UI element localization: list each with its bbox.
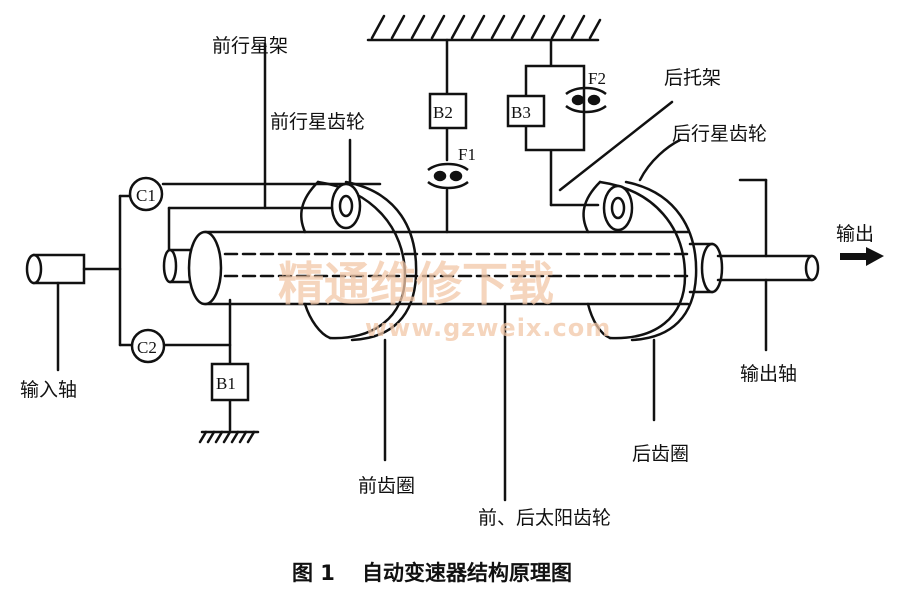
clutch-c1: C1 <box>128 176 164 212</box>
watermark-url: www.gzweix.com <box>365 314 611 342</box>
output-arrow-icon <box>840 247 884 266</box>
input-shaft <box>25 253 122 285</box>
sun-gear-shaft <box>187 230 692 306</box>
figure-title: 自动变速器结构原理图 <box>362 561 572 585</box>
one-way-clutch-f1 <box>427 162 469 190</box>
one-way-clutch-f2 <box>565 86 607 114</box>
label-input-shaft: 输入轴 <box>20 379 77 401</box>
brake-b3: B3 <box>506 64 586 152</box>
front-planet-gear <box>330 182 362 230</box>
brake-b2: B2 <box>428 92 468 130</box>
figure-number: 图 1 <box>292 561 335 585</box>
ground-top <box>366 14 602 42</box>
clutch-c2-label: C2 <box>137 338 157 357</box>
label-sun-gear: 前、后太阳齿轮 <box>478 507 611 529</box>
label-output: 输出 <box>836 223 874 245</box>
label-output-shaft: 输出轴 <box>740 363 797 385</box>
one-way-clutch-f2-label: F2 <box>588 69 606 88</box>
label-front-carrier: 前行星架 <box>212 35 288 57</box>
rear-ring-gear <box>582 180 698 342</box>
brake-b1: B1 <box>210 362 250 402</box>
clutch-c2: C2 <box>130 328 166 364</box>
one-way-clutch-f1-label: F1 <box>458 145 476 164</box>
brake-b2-label: B2 <box>433 103 453 122</box>
brake-b1-label: B1 <box>216 374 236 393</box>
clutch-c1-label: C1 <box>136 186 156 205</box>
label-front-planet-gear: 前行星齿轮 <box>270 111 365 133</box>
ground-b1 <box>198 430 260 444</box>
label-rear-ring-gear: 后齿圈 <box>632 443 689 465</box>
brake-b3-label: B3 <box>511 103 531 122</box>
watermark-text: 精通维修下载 <box>278 257 554 311</box>
label-front-ring-gear: 前齿圈 <box>358 475 415 497</box>
label-rear-carrier: 后托架 <box>664 67 721 89</box>
label-rear-planet-gear: 后行星齿轮 <box>672 123 767 145</box>
rear-planet-gear <box>602 184 634 232</box>
output-shaft <box>688 178 820 294</box>
